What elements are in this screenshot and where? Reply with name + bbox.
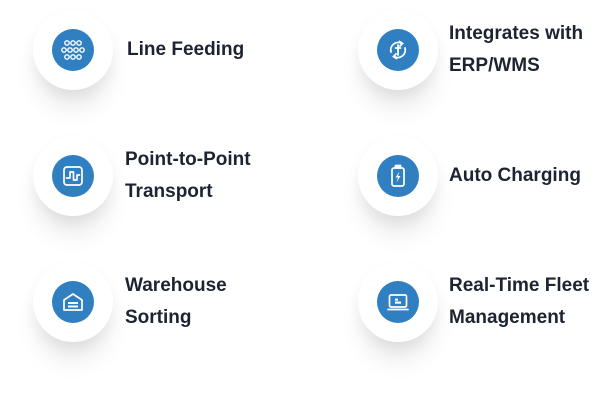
warehouse-icon: [52, 281, 94, 323]
feature-label-line: ERP/WMS: [449, 55, 540, 76]
feature-label: Point-to-Point Transport: [125, 144, 251, 208]
feature-warehouse-sorting: Warehouse Sorting: [33, 262, 227, 342]
feature-icon-badge: [358, 136, 438, 216]
feature-label: Auto Charging: [449, 160, 581, 192]
feature-icon-badge: [358, 262, 438, 342]
feature-icon-badge: [33, 136, 113, 216]
feature-label: Integrates with ERP/WMS: [449, 18, 583, 82]
feature-erp-wms: Integrates with ERP/WMS: [358, 10, 583, 90]
feature-point-to-point: Point-to-Point Transport: [33, 136, 251, 216]
hexagon-grid-icon: [52, 29, 94, 71]
feature-label-line: Auto Charging: [449, 165, 581, 186]
feature-label: Real-Time Fleet Management: [449, 270, 589, 334]
feature-label: Warehouse Sorting: [125, 270, 227, 334]
feature-label-line: Real-Time Fleet: [449, 275, 590, 296]
feature-label-line: Management: [449, 307, 566, 328]
feature-label-line: Integrates with: [449, 23, 584, 44]
battery-charging-icon: [377, 155, 419, 197]
feature-line-feeding: Line Feeding: [33, 10, 244, 90]
feature-icon-badge: [358, 10, 438, 90]
integration-cycle-icon: [377, 29, 419, 71]
feature-label: Line Feeding: [127, 34, 244, 66]
feature-auto-charging: Auto Charging: [358, 136, 581, 216]
feature-label-line: Warehouse: [125, 275, 227, 296]
feature-fleet-management: Real-Time Fleet Management: [358, 262, 589, 342]
monitor-fleet-icon: [377, 281, 419, 323]
feature-label-line: Sorting: [125, 307, 192, 328]
route-path-icon: [52, 155, 94, 197]
feature-label-line: Transport: [125, 181, 213, 202]
feature-icon-badge: [33, 10, 113, 90]
feature-label-line: Line Feeding: [127, 39, 245, 60]
feature-label-line: Point-to-Point: [125, 149, 251, 170]
feature-icon-badge: [33, 262, 113, 342]
